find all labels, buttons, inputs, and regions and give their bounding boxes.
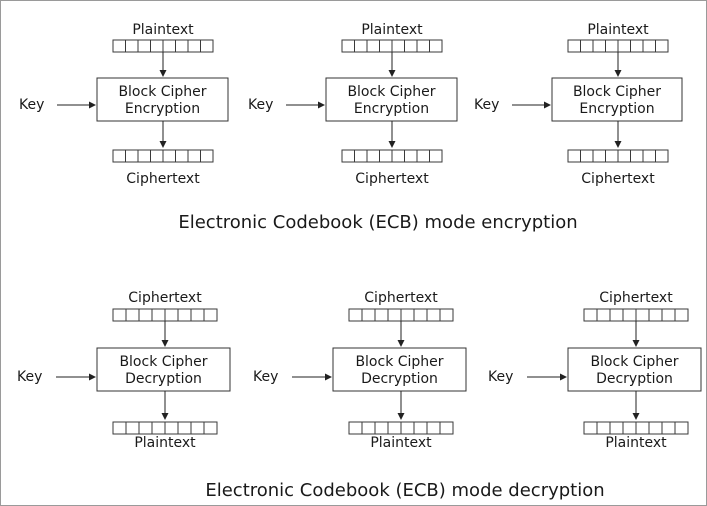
input-bits: [348, 308, 454, 322]
input-label: Ciphertext: [599, 290, 673, 306]
encryption-section: Plaintext Key Block Cipher Encryption Ci…: [19, 22, 683, 233]
arrow-down-icon: [614, 121, 622, 148]
cipher-mode: Decryption: [596, 371, 673, 387]
output-label: Ciphertext: [581, 171, 655, 187]
cipher-title: Block Cipher: [347, 84, 435, 100]
arrow-down-icon: [161, 391, 169, 420]
input-bits: [112, 308, 218, 322]
arrow-down-icon: [388, 121, 396, 148]
input-label: Ciphertext: [128, 290, 202, 306]
encryption-block-3: Plaintext Key Block Cipher Encryption Ci…: [474, 22, 683, 187]
input-label: Ciphertext: [364, 290, 438, 306]
arrow-down-icon: [397, 321, 405, 347]
cipher-box: [551, 77, 683, 122]
arrow-down-icon: [632, 391, 640, 420]
decryption-caption: Electronic Codebook (ECB) mode decryptio…: [205, 480, 604, 501]
output-bits: [567, 149, 669, 163]
output-label: Plaintext: [134, 435, 196, 451]
cipher-mode: Encryption: [579, 101, 654, 117]
cipher-title: Block Cipher: [590, 354, 678, 370]
arrow-right-icon: [57, 101, 96, 109]
key-label: Key: [17, 369, 42, 385]
arrow-right-icon: [286, 101, 325, 109]
cipher-box: [96, 77, 229, 122]
key-label: Key: [474, 97, 499, 113]
input-label: Plaintext: [132, 22, 194, 38]
encryption-caption: Electronic Codebook (ECB) mode encryptio…: [178, 212, 577, 233]
key-label: Key: [488, 369, 513, 385]
arrow-down-icon: [614, 52, 622, 77]
key-label: Key: [248, 97, 273, 113]
arrow-right-icon: [512, 101, 551, 109]
output-bits: [112, 149, 214, 163]
output-bits: [112, 421, 218, 435]
cipher-box: [96, 347, 231, 392]
arrow-down-icon: [388, 52, 396, 77]
cipher-title: Block Cipher: [355, 354, 443, 370]
key-label: Key: [19, 97, 44, 113]
arrow-down-icon: [397, 391, 405, 420]
output-bits: [348, 421, 454, 435]
encryption-block-1: Plaintext Key Block Cipher Encryption Ci…: [19, 22, 229, 187]
arrow-down-icon: [161, 321, 169, 347]
arrow-right-icon: [56, 373, 96, 381]
decryption-section: Ciphertext Key Block Cipher Decryption P…: [17, 290, 702, 501]
cipher-box: [567, 347, 702, 392]
input-label: Plaintext: [361, 22, 423, 38]
decryption-block-2: Ciphertext Key Block Cipher Decryption P…: [253, 290, 467, 451]
arrow-right-icon: [527, 373, 567, 381]
output-label: Ciphertext: [126, 171, 200, 187]
output-bits: [583, 421, 689, 435]
cipher-mode: Decryption: [125, 371, 202, 387]
output-label: Plaintext: [605, 435, 667, 451]
output-label: Ciphertext: [355, 171, 429, 187]
output-bits: [341, 149, 443, 163]
output-label: Plaintext: [370, 435, 432, 451]
input-bits: [112, 39, 214, 53]
arrow-down-icon: [632, 321, 640, 347]
arrow-down-icon: [159, 52, 167, 77]
cipher-mode: Decryption: [361, 371, 438, 387]
input-bits: [341, 39, 443, 53]
input-label: Plaintext: [587, 22, 649, 38]
input-bits: [583, 308, 689, 322]
cipher-title: Block Cipher: [118, 84, 206, 100]
encryption-block-2: Plaintext Key Block Cipher Encryption Ci…: [248, 22, 458, 187]
decryption-block-1: Ciphertext Key Block Cipher Decryption P…: [17, 290, 231, 451]
cipher-box: [332, 347, 467, 392]
cipher-mode: Encryption: [354, 101, 429, 117]
key-label: Key: [253, 369, 278, 385]
cipher-title: Block Cipher: [119, 354, 207, 370]
cipher-mode: Encryption: [125, 101, 200, 117]
cipher-title: Block Cipher: [573, 84, 661, 100]
arrow-down-icon: [159, 121, 167, 148]
decryption-block-3: Ciphertext Key Block Cipher Decryption P…: [488, 290, 702, 451]
arrow-right-icon: [292, 373, 332, 381]
input-bits: [567, 39, 669, 53]
